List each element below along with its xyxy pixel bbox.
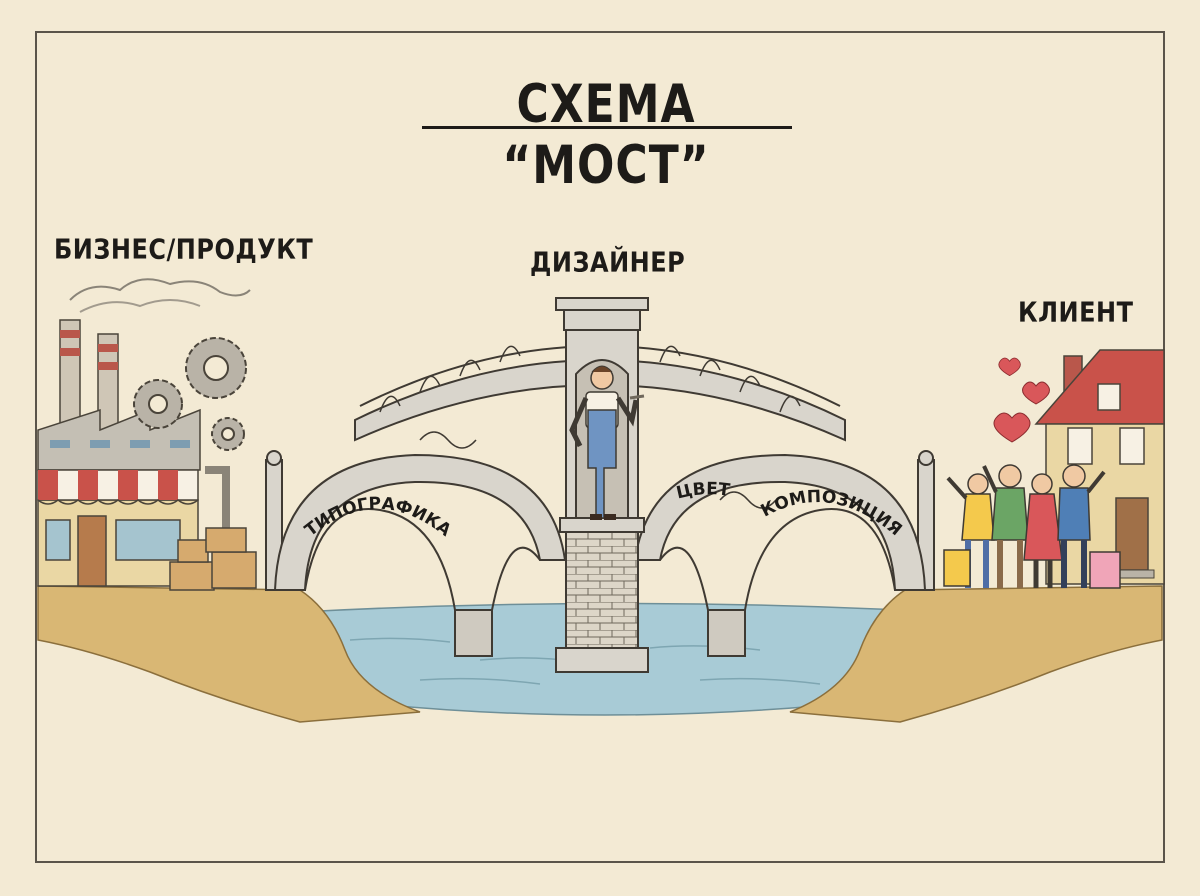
- title-underline: [422, 126, 792, 129]
- ground-right: [789, 585, 1163, 723]
- designer-figure: [569, 365, 645, 520]
- ground-left: [37, 585, 421, 723]
- customers-figures: [943, 464, 1121, 589]
- label-client: КЛИЕНТ: [1018, 296, 1134, 329]
- label-business: БИЗНЕС/ПРОДУКТ: [54, 233, 314, 266]
- bridge-illustration: [265, 297, 935, 673]
- shop-illustration: [37, 469, 257, 591]
- arch-label-color: ЦВЕТ: [674, 479, 731, 503]
- factory-illustration: [37, 278, 251, 540]
- label-designer: ДИЗАЙНЕР: [530, 246, 686, 279]
- hearts-icon: [993, 357, 1050, 443]
- diagram-title: СХЕМА “МОСТ”: [502, 74, 710, 197]
